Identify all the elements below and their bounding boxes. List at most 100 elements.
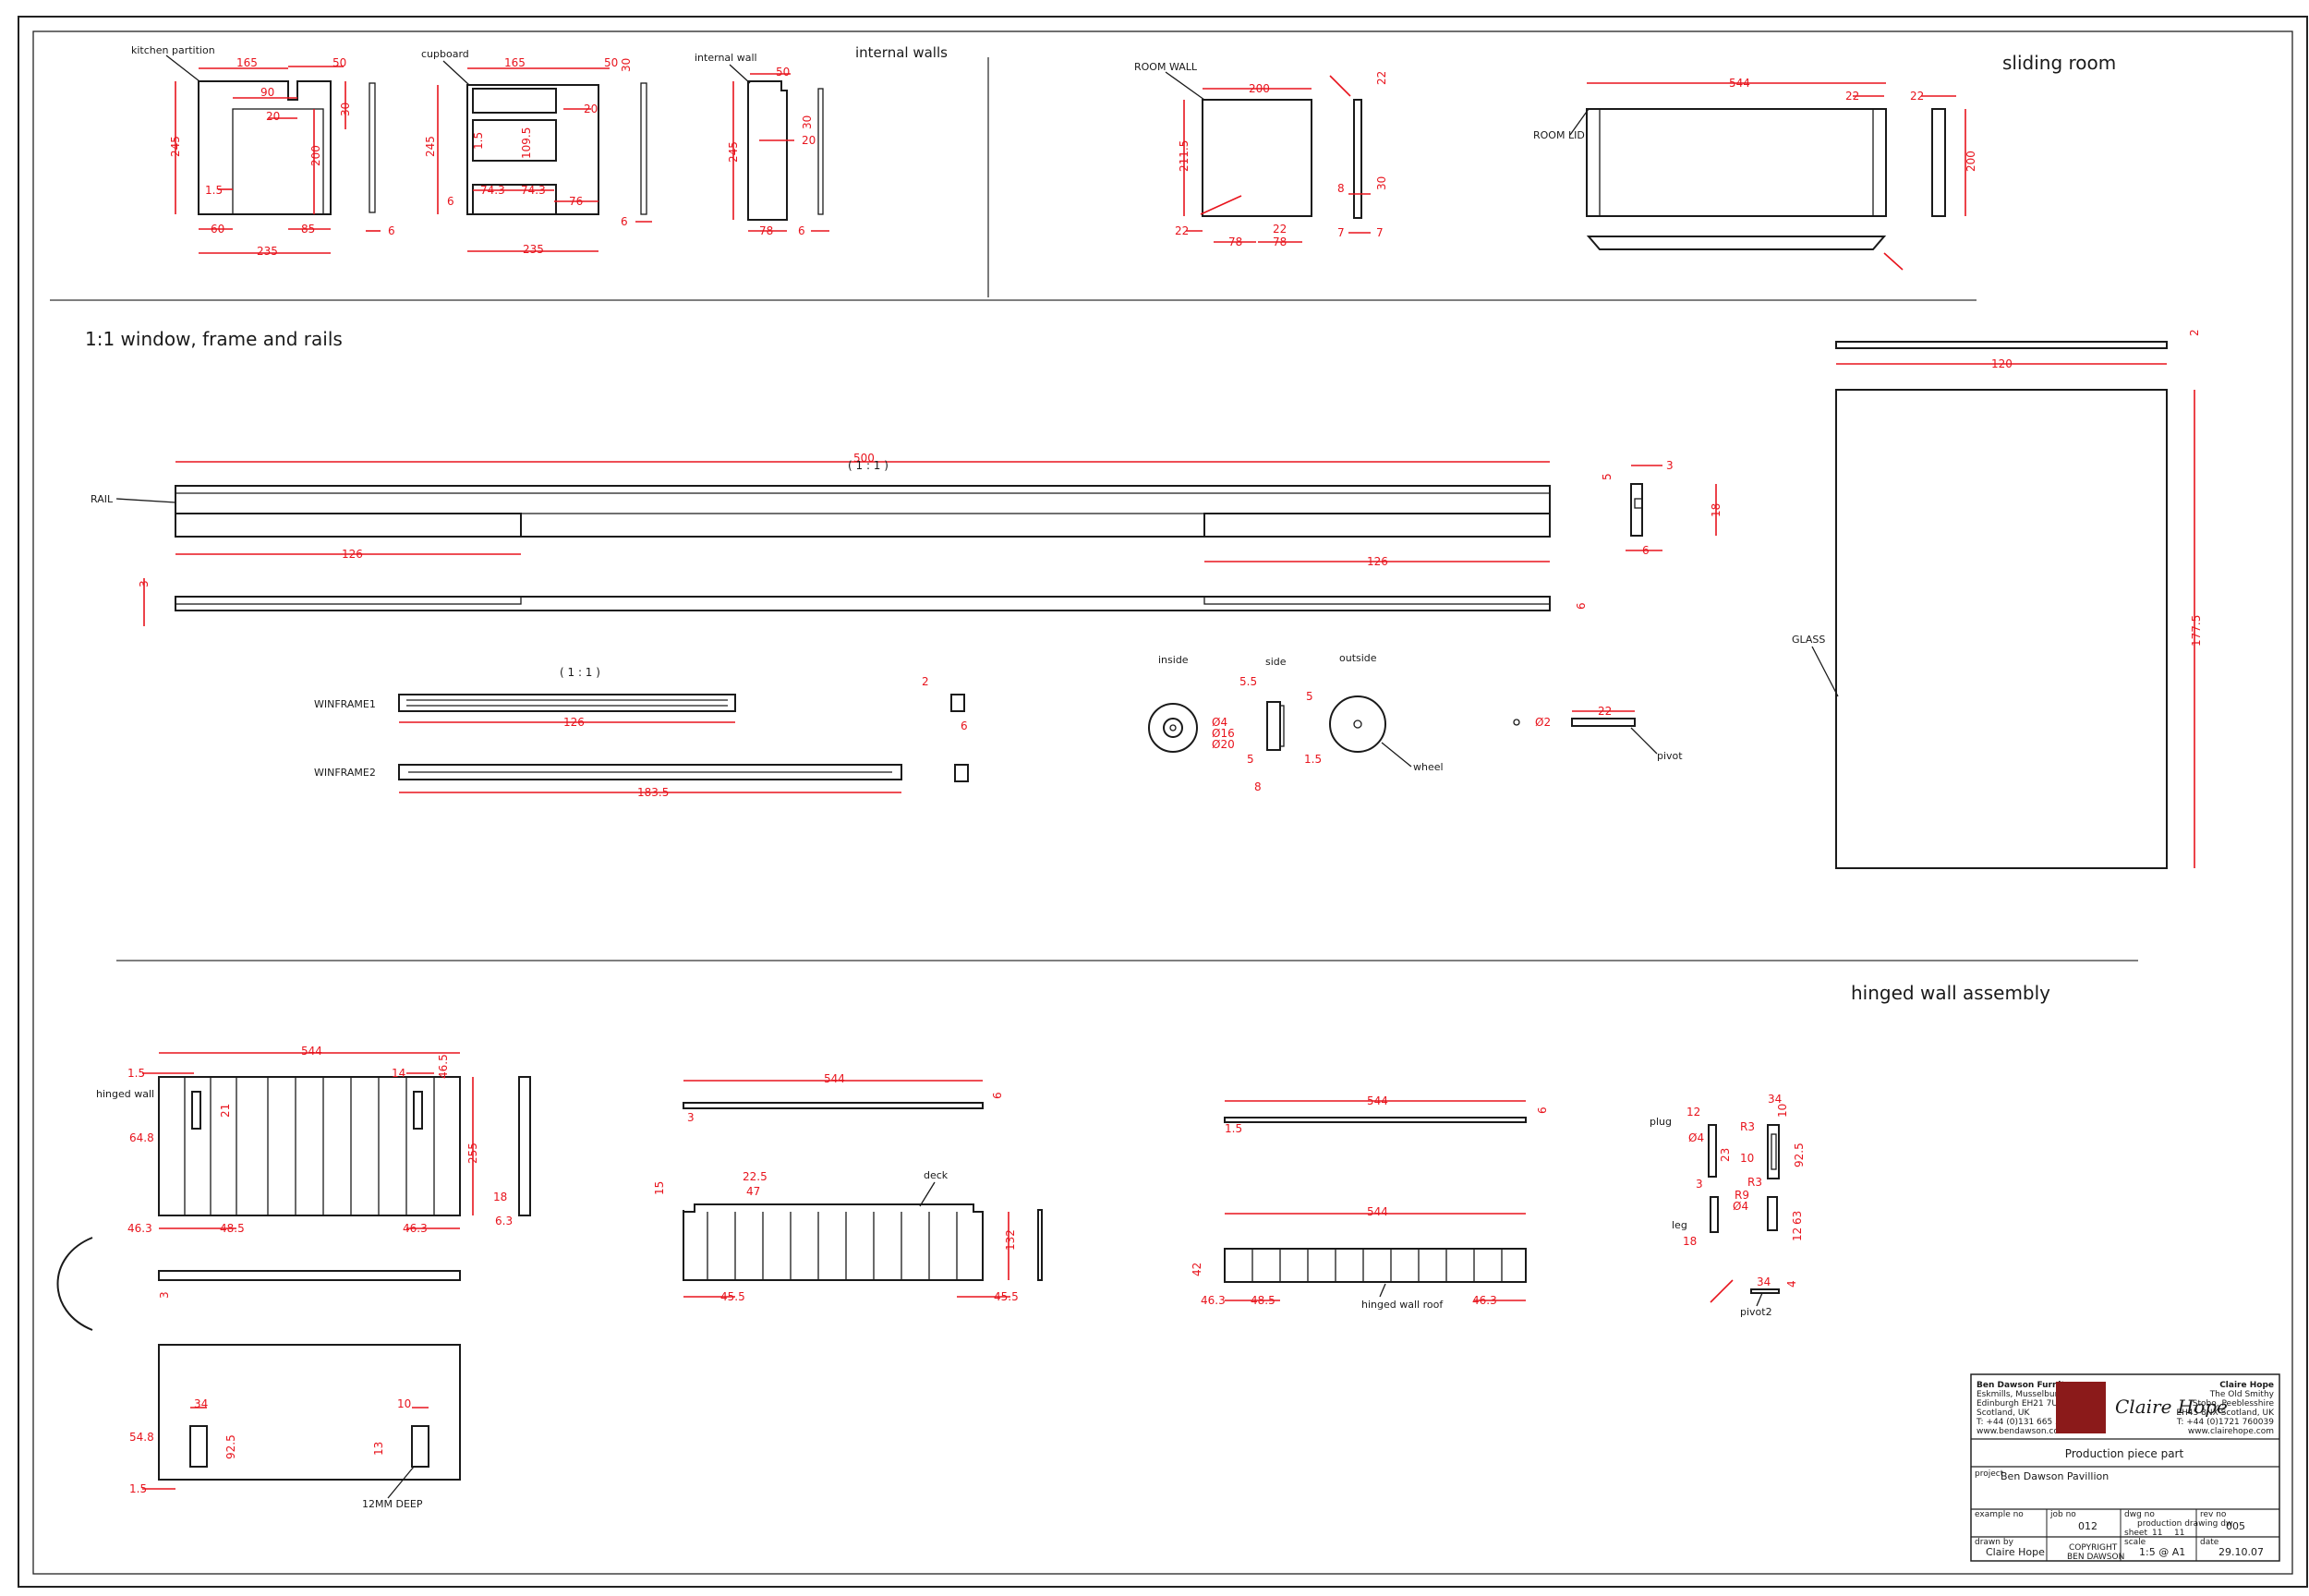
svg-text:20: 20 [584, 103, 598, 115]
svg-text:74.3: 74.3 [480, 184, 505, 197]
svg-text:177.5: 177.5 [2190, 615, 2203, 647]
svg-text:15: 15 [653, 1181, 666, 1195]
svg-text:4: 4 [1785, 1280, 1798, 1288]
deck-drawing: 544 6 3 deck 22.5 47 15 132 45.5 45.5 [653, 1072, 1043, 1303]
svg-text:235: 235 [523, 243, 544, 256]
svg-text:85: 85 [301, 223, 315, 236]
svg-text:COPYRIGHT: COPYRIGHT [2069, 1543, 2118, 1553]
svg-text:30: 30 [1375, 176, 1388, 190]
svg-text:22: 22 [1910, 90, 1924, 103]
svg-text:22: 22 [1273, 223, 1287, 236]
svg-text:R9: R9 [1735, 1189, 1749, 1202]
svg-text:78: 78 [759, 224, 773, 237]
svg-text:1.5: 1.5 [127, 1067, 145, 1080]
svg-text:3: 3 [687, 1111, 695, 1124]
internal-wall-drawing: internal wall 50 20 30 245 78 6 [695, 52, 829, 237]
hinged-wall-drawing: hinged wall 544 1.5 14 46.5 21 64.8 255 … [56, 1045, 531, 1510]
svg-text:1.5: 1.5 [1304, 753, 1322, 766]
svg-text:2: 2 [2188, 329, 2201, 336]
svg-text:22.5: 22.5 [743, 1170, 768, 1183]
svg-text:BEN DAWSON: BEN DAWSON [2067, 1553, 2124, 1562]
svg-text:EH45 8NX Scotland, UK: EH45 8NX Scotland, UK [2176, 1409, 2275, 1418]
svg-text:46.3: 46.3 [1472, 1294, 1497, 1307]
svg-text:6: 6 [621, 215, 628, 228]
svg-text:1.5: 1.5 [129, 1482, 147, 1495]
svg-text:Ø2: Ø2 [1535, 716, 1551, 729]
sheet-border-inner [32, 30, 2293, 1575]
label-kitchen-partition: kitchen partition [131, 44, 215, 56]
room-wall-drawing: ROOM WALL 200 211.5 22 78 78 22 8 7 7 30… [1134, 61, 1388, 248]
svg-text:1:5 @ A1: 1:5 @ A1 [2139, 1546, 2185, 1558]
svg-text:34: 34 [1757, 1276, 1771, 1288]
winframe-drawing: ( 1 : 1 ) WINFRAME1 126 WINFRAME2 183.5 … [314, 666, 969, 799]
label-rail: RAIL [91, 493, 114, 505]
svg-text:544: 544 [1367, 1094, 1388, 1107]
svg-text:10: 10 [397, 1397, 411, 1410]
svg-text:13: 13 [372, 1442, 385, 1456]
svg-text:18: 18 [1710, 503, 1723, 517]
label-pivot2: pivot2 [1740, 1306, 1772, 1318]
svg-text:Ø4: Ø4 [1212, 716, 1227, 729]
svg-text:20: 20 [266, 110, 280, 123]
svg-text:78: 78 [1273, 236, 1287, 248]
title-block: Ben Dawson Furniture Eskmills, Musselbur… [1970, 1373, 2280, 1562]
svg-text:50: 50 [776, 66, 790, 79]
svg-text:T: +44 (0)131 665 3986: T: +44 (0)131 665 3986 [1976, 1418, 2076, 1427]
svg-text:www.bendawson.com: www.bendawson.com [1977, 1427, 2067, 1436]
room-lid-drawing: ROOM LID 544 22 22 200 [1533, 77, 1977, 271]
svg-text:64.8: 64.8 [129, 1131, 154, 1144]
svg-text:78: 78 [1228, 236, 1242, 248]
glass-drawing: 120 2 177.5 GLASS [1792, 329, 2203, 869]
label-leg: leg [1672, 1219, 1687, 1231]
tb-company: Ben Dawson Furniture [1977, 1381, 2081, 1390]
svg-text:1.5: 1.5 [472, 132, 485, 150]
svg-text:90: 90 [260, 86, 274, 99]
svg-text:11: 11 [2174, 1529, 2184, 1538]
svg-text:Scotland, UK: Scotland, UK [1977, 1409, 2030, 1418]
svg-text:235: 235 [257, 245, 278, 258]
svg-text:1.5: 1.5 [205, 184, 223, 197]
svg-text:R3: R3 [1747, 1176, 1762, 1189]
svg-text:165: 165 [504, 56, 526, 69]
svg-text:sheet: sheet [2124, 1529, 2147, 1538]
svg-text:76: 76 [569, 195, 583, 208]
svg-text:42: 42 [1191, 1263, 1203, 1276]
svg-text:The Old Smithy: The Old Smithy [2209, 1390, 2275, 1399]
svg-text:10: 10 [1776, 1104, 1789, 1118]
svg-text:project: project [1975, 1469, 2004, 1479]
svg-text:3: 3 [1696, 1178, 1703, 1191]
sheet-border-outer [18, 16, 2308, 1588]
svg-text:126: 126 [1367, 555, 1388, 568]
svg-text:6: 6 [1536, 1106, 1549, 1114]
hinged-wall-roof-drawing: 544 6 1.5 544 42 46.3 48.5 46.3 hinged w… [1191, 1094, 1549, 1311]
svg-text:50: 50 [604, 56, 618, 69]
svg-text:183.5: 183.5 [637, 786, 669, 799]
label-cupboard: cupboard [421, 48, 469, 60]
svg-text:92.5: 92.5 [224, 1434, 237, 1459]
label-winframe2: WINFRAME2 [314, 767, 376, 779]
svg-text:92.5: 92.5 [1793, 1143, 1806, 1167]
svg-text:12: 12 [1686, 1106, 1700, 1118]
svg-text:245: 245 [169, 136, 182, 157]
label-outside: outside [1339, 652, 1377, 664]
section-title-hinged-wall-assembly: hinged wall assembly [1851, 982, 2050, 1004]
svg-text:( 1 : 1 ): ( 1 : 1 ) [848, 459, 889, 472]
label-hinged-wall-roof: hinged wall roof [1361, 1299, 1444, 1311]
plug-leg-pivot-drawing: plug 12 23 Ø4 R3 10 34 10 92.5 R3 R9 Ø4 … [1650, 1093, 1806, 1318]
svg-text:012: 012 [2078, 1520, 2097, 1532]
svg-text:54.8: 54.8 [129, 1431, 154, 1444]
label-winframe1: WINFRAME1 [314, 698, 376, 710]
label-internal-wall: internal wall [695, 52, 757, 64]
svg-text:30: 30 [339, 103, 352, 116]
svg-text:Stobo, Peeblesshire: Stobo, Peeblesshire [2193, 1399, 2275, 1409]
svg-text:10: 10 [1740, 1152, 1754, 1165]
label-pivot: pivot [1657, 750, 1683, 762]
rail-drawing: RAIL 500 ( 1 : 1 ) 126 126 3 6 3 5 18 6 [91, 452, 1723, 626]
svg-text:6: 6 [798, 224, 805, 237]
svg-text:date: date [2200, 1538, 2219, 1547]
logo-claire-hope: Claire Hope [2115, 1396, 2228, 1418]
svg-text:132: 132 [1004, 1229, 1017, 1251]
svg-text:T: +44 (0)1721 760039: T: +44 (0)1721 760039 [2176, 1418, 2274, 1427]
svg-text:job no: job no [2049, 1510, 2076, 1519]
svg-text:255: 255 [466, 1143, 479, 1164]
